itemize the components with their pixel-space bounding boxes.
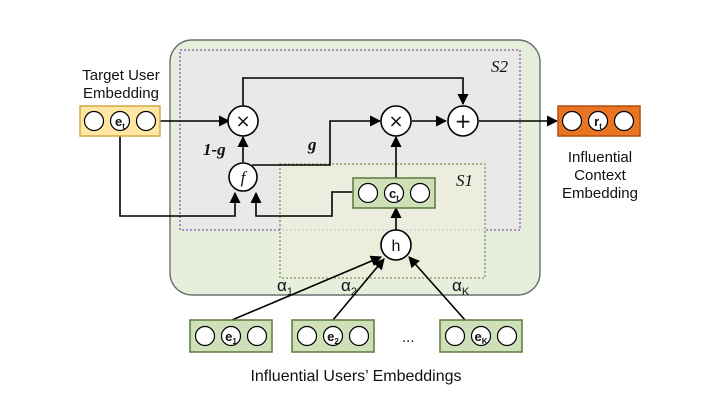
h-node: h [380, 229, 412, 261]
edge-f-to-mult2 [252, 115, 382, 166]
influential-context-label-line1: Influential [568, 149, 632, 166]
multiply-2-symbol: × [388, 111, 403, 132]
alpha-2-label: α2 [341, 276, 357, 298]
e1-symbol: e1 [225, 329, 237, 346]
s1-label: S1 [456, 171, 473, 190]
f-node: f [228, 162, 258, 192]
add-node: + [447, 105, 479, 137]
influential-user-vector-2: e2 [291, 319, 375, 353]
target-user-vector: et [79, 105, 161, 137]
target-user-label-line1: Target User [82, 67, 160, 84]
context-vector-ct: ct [352, 177, 436, 209]
edge-et-to-f [119, 135, 241, 217]
multiply-node-2: × [380, 105, 412, 137]
h-symbol: h [392, 238, 401, 255]
rt-symbol: rt [594, 114, 602, 131]
g-label: g [307, 135, 317, 154]
add-symbol: + [455, 109, 472, 133]
one-minus-g-label: 1-g [203, 140, 226, 159]
edge-ct-to-f [250, 191, 353, 217]
edge-mult1-to-add [242, 77, 469, 106]
alpha-k-label: αK [452, 276, 470, 298]
edge-ek-to-h [408, 256, 466, 321]
influential-context-label-line3: Embedding [562, 185, 638, 202]
influential-user-vector-k: eK [439, 319, 523, 353]
et-symbol: et [115, 114, 125, 131]
influential-context-vector: rt [557, 105, 641, 137]
multiply-node-1: × [227, 105, 259, 137]
ellipsis: ... [402, 329, 415, 346]
ct-symbol: ct [389, 186, 399, 203]
e2-symbol: e2 [327, 329, 339, 346]
influential-user-vector-1: e1 [189, 319, 273, 353]
edge-e2-to-h [332, 258, 385, 321]
edge-e1-to-h [231, 255, 383, 321]
influential-context-label-line2: Context [574, 167, 627, 184]
ek-symbol: eK [474, 329, 487, 346]
f-symbol: f [241, 168, 248, 187]
target-user-label-line2: Embedding [83, 85, 159, 102]
influential-users-label: Influential Users’ Embeddings [250, 368, 461, 385]
alpha-1-label: α1 [277, 276, 293, 298]
s2-label: S2 [491, 57, 509, 76]
multiply-1-symbol: × [235, 111, 250, 132]
